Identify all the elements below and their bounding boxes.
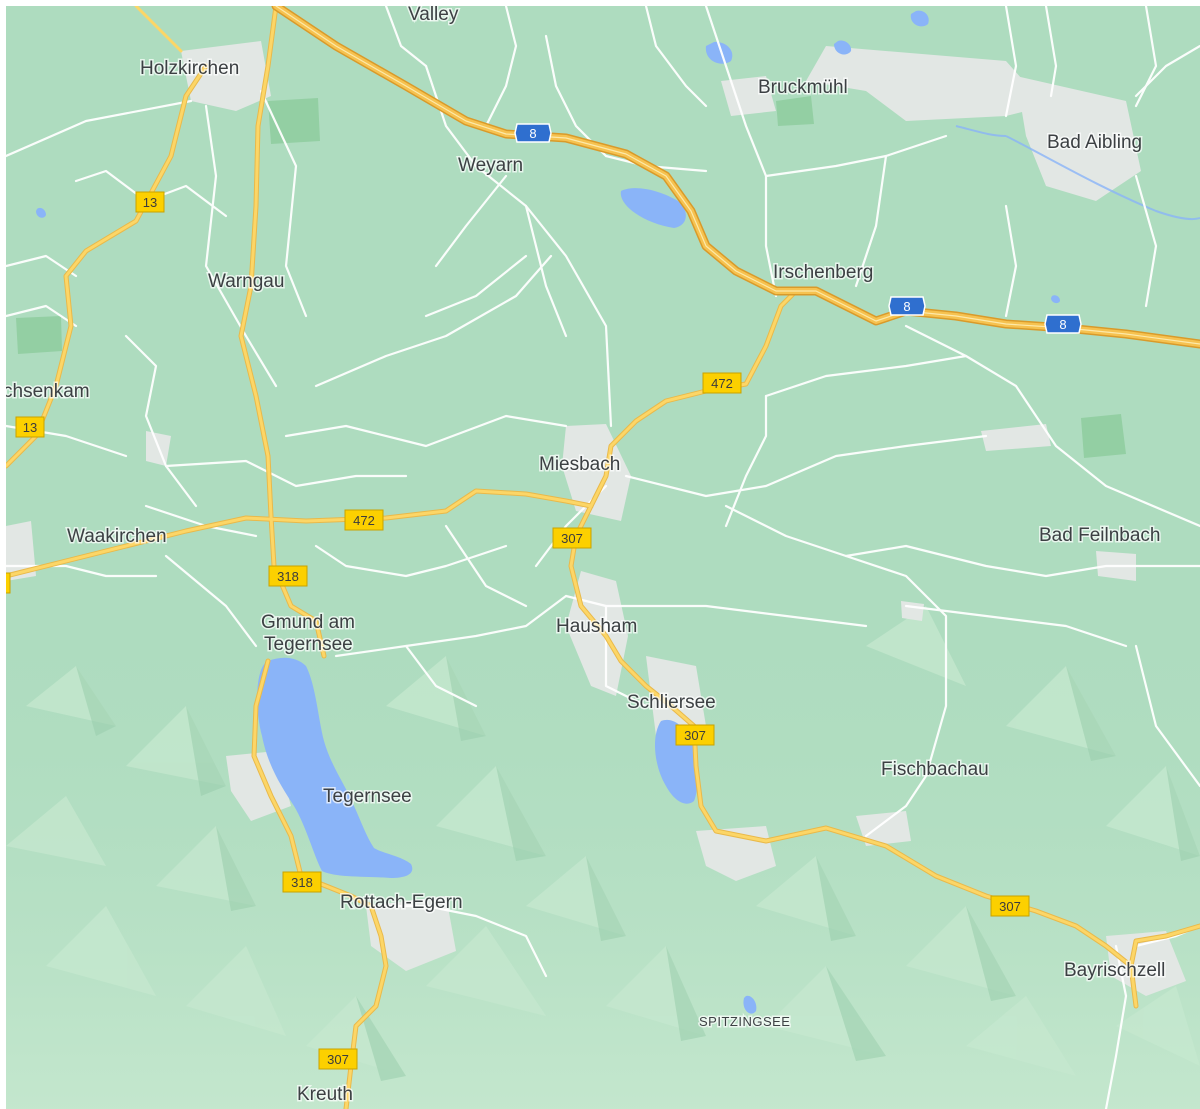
- forest-areas: [16, 96, 1126, 458]
- road-shields: 8 8 8 13 13 472: [6, 123, 1082, 1070]
- shield-b472-2-text: 472: [353, 513, 375, 528]
- shield-partial-left: [6, 572, 11, 594]
- major-roads: [6, 6, 1200, 1109]
- shield-b472-1: 472: [702, 372, 742, 394]
- seehamer-see: [620, 188, 686, 228]
- shield-b472-1-text: 472: [711, 376, 733, 391]
- shield-b13-1-text: 13: [143, 195, 157, 210]
- autobahn-a8: [134, 6, 1200, 349]
- label-bruckmuehl[interactable]: Bruckmühl: [757, 76, 850, 100]
- label-tegernsee[interactable]: Tegernsee: [322, 785, 414, 809]
- label-bayrischzell[interactable]: Bayrischzell: [1063, 959, 1167, 983]
- label-bad-aibling[interactable]: Bad Aibling: [1046, 131, 1144, 155]
- label-rottach-egern[interactable]: Rottach-Egern: [339, 891, 465, 915]
- label-holzkirchen[interactable]: Holzkirchen: [139, 57, 241, 81]
- label-hausham[interactable]: Hausham: [555, 615, 639, 639]
- label-irschenberg[interactable]: Irschenberg: [772, 261, 875, 285]
- shield-b318-1: 318: [268, 565, 308, 587]
- place-labels: Valley Holzkirchen Bruckmühl Bad Aibling…: [6, 6, 1167, 1107]
- label-kreuth[interactable]: Kreuth: [296, 1083, 355, 1107]
- label-sachsenkam[interactable]: chsenkam: [6, 380, 91, 404]
- shield-a8-1: 8: [514, 123, 552, 143]
- shield-b307-3: 307: [990, 895, 1030, 917]
- label-gmund-line2[interactable]: Tegernsee: [263, 633, 355, 657]
- shield-b307-3-text: 307: [999, 899, 1021, 914]
- shield-b13-2-text: 13: [23, 420, 37, 435]
- label-spitzingsee[interactable]: SPITZINGSEE: [698, 1013, 792, 1031]
- shield-b307-1-text: 307: [561, 531, 583, 546]
- shield-a8-3: 8: [1044, 314, 1082, 334]
- shield-b318-2-text: 318: [291, 875, 313, 890]
- label-miesbach[interactable]: Miesbach: [538, 453, 622, 477]
- shield-b307-4-text: 307: [327, 1052, 349, 1067]
- tegernsee-lake: [257, 657, 413, 878]
- shield-a8-2-text: 8: [903, 299, 910, 314]
- shield-b318-2: 318: [282, 871, 322, 893]
- label-fischbachau[interactable]: Fischbachau: [880, 758, 991, 782]
- shield-a8-1-text: 8: [529, 126, 536, 141]
- shield-b13-1: 13: [135, 191, 165, 213]
- shield-a8-3-text: 8: [1059, 317, 1066, 332]
- label-warngau[interactable]: Warngau: [207, 270, 286, 294]
- shield-b307-4: 307: [318, 1048, 358, 1070]
- map-view[interactable]: 8 8 8 13 13 472: [6, 6, 1200, 1109]
- shield-b472-2: 472: [344, 509, 384, 531]
- map-canvas[interactable]: 8 8 8 13 13 472: [6, 6, 1200, 1109]
- shield-b307-2-text: 307: [684, 728, 706, 743]
- label-waakirchen[interactable]: Waakirchen: [66, 525, 169, 549]
- shield-b307-2: 307: [675, 724, 715, 746]
- label-gmund-line1[interactable]: Gmund am: [260, 611, 357, 635]
- label-schliersee[interactable]: Schliersee: [626, 691, 718, 715]
- shield-b307-1: 307: [552, 527, 592, 549]
- rivers: [955, 125, 1200, 221]
- urban-areas: [6, 41, 1186, 996]
- label-valley[interactable]: Valley: [407, 6, 461, 27]
- shield-b318-1-text: 318: [277, 569, 299, 584]
- shield-b13-2: 13: [15, 416, 45, 438]
- label-bad-feilnbach[interactable]: Bad Feilnbach: [1038, 524, 1162, 548]
- label-weyarn[interactable]: Weyarn: [457, 154, 525, 178]
- shield-a8-2: 8: [888, 296, 926, 316]
